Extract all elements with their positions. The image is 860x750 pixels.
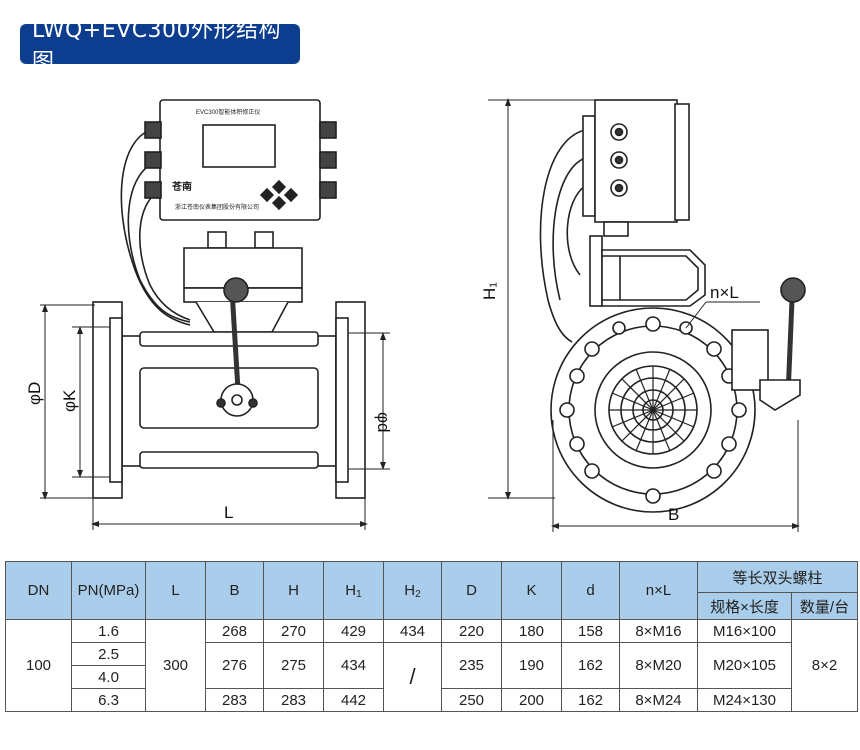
cell-pn: 4.0	[71, 665, 146, 689]
table-row: 100 1.6 300 268 270 429 434 220 180 158 …	[5, 619, 859, 712]
dimension-H1-label: H₁	[480, 282, 499, 300]
cell-d-small: 158	[561, 619, 620, 643]
cell-l: 300	[145, 619, 206, 712]
cell-h: 275	[263, 642, 324, 689]
cell-spec: M24×130	[697, 688, 792, 712]
cell-pn: 2.5	[71, 642, 146, 666]
header-spec: 规格×长度	[697, 592, 792, 620]
front-view	[92, 99, 366, 499]
cell-h: 283	[263, 688, 324, 712]
cell-h2: 434	[383, 619, 442, 643]
cell-d-big: 235	[441, 642, 502, 689]
cell-nl: 8×M16	[619, 619, 698, 643]
header-h2: H2	[383, 561, 442, 620]
cell-nl: 8×M24	[619, 688, 698, 712]
cell-d-big: 220	[441, 619, 502, 643]
cell-b: 283	[205, 688, 264, 712]
device-brand: 苍南	[171, 180, 192, 193]
dimension-D-label: φD	[25, 382, 44, 405]
cell-nl: 8×M20	[619, 642, 698, 689]
page-title: LWQ+EVC300外形结构图	[20, 18, 300, 75]
cell-qty: 8×2	[790, 619, 859, 712]
header-d-small: d	[561, 561, 620, 620]
cell-h1: 434	[323, 642, 384, 689]
cell-k: 190	[501, 642, 562, 689]
technical-drawing: EVC300智能体积修正仪 苍南 浙江苍南仪表集团股份有限公司 φD φK φd…	[25, 98, 806, 532]
side-dimensions	[488, 98, 800, 532]
header-b: B	[205, 561, 264, 620]
cell-spec: M16×100	[697, 619, 792, 643]
dimension-nL-label: n×L	[710, 283, 739, 302]
side-view	[539, 99, 806, 513]
header-pn: PN(MPa)	[71, 561, 146, 620]
cell-pn: 1.6	[71, 619, 146, 643]
cell-h1: 442	[323, 688, 384, 712]
header-h1: H1	[323, 561, 384, 620]
cell-dn: 100	[5, 619, 72, 712]
cell-h1: 429	[323, 619, 384, 643]
cell-d-small: 162	[561, 642, 620, 689]
cell-b: 276	[205, 642, 264, 689]
cell-k: 180	[501, 619, 562, 643]
header-h: H	[263, 561, 324, 620]
cell-d-big: 250	[441, 688, 502, 712]
header-stud: 等长双头螺柱	[696, 561, 859, 593]
header-l: L	[145, 561, 206, 620]
cell-d-small: 162	[561, 688, 620, 712]
header-dn: DN	[5, 561, 72, 620]
dimension-B-label: B	[668, 505, 679, 524]
front-dimensions	[40, 304, 390, 530]
header-nl: n×L	[619, 561, 698, 620]
table-row: 2.5 276 275 434 / 235 190 162 8×M20 M20×…	[6, 642, 858, 712]
header-k: K	[501, 561, 562, 620]
cell-b: 268	[205, 619, 264, 643]
device-label: EVC300智能体积修正仪	[196, 108, 260, 116]
header-qty: 数量/台	[790, 592, 859, 620]
dimension-K-label: φK	[60, 389, 79, 412]
company-name: 浙江苍南仪表集团股份有限公司	[175, 203, 259, 211]
spec-table: DN PN(MPa) L B H H1 H2 D K d n×L 等长双头螺柱 …	[5, 561, 859, 712]
cell-pn: 6.3	[71, 688, 146, 712]
dimension-L-label: L	[224, 503, 233, 522]
cell-k: 200	[501, 688, 562, 712]
cell-h: 270	[263, 619, 324, 643]
table-row: 6.3 283 283 442 250 200 162 8×M24 M24×13…	[6, 688, 858, 712]
cell-spec: M20×105	[697, 642, 792, 689]
dimension-d-label: φd	[374, 412, 393, 432]
header-d-big: D	[441, 561, 502, 620]
cell-h2-merged: /	[383, 642, 442, 712]
